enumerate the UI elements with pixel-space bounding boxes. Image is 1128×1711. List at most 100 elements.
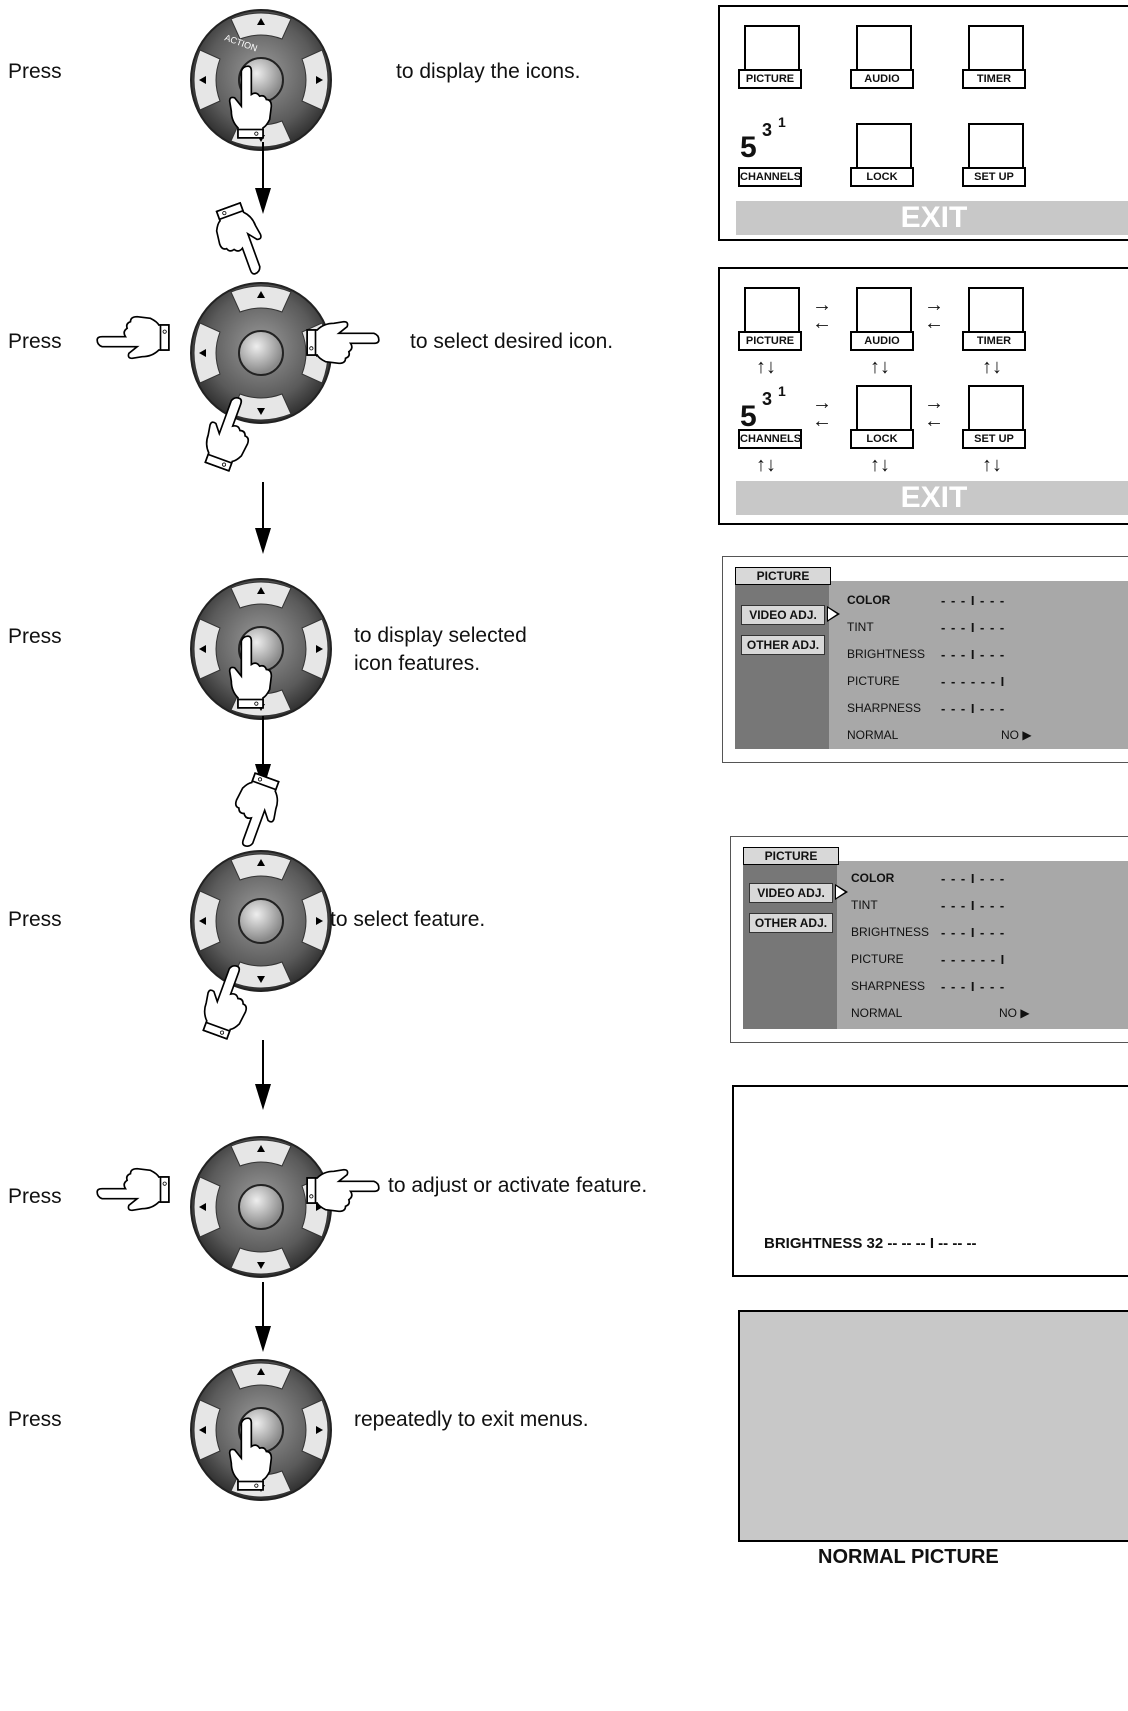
other-adj-button[interactable]: OTHER ADJ. <box>741 635 825 655</box>
picture-tab[interactable]: PICTURE <box>743 847 839 865</box>
sharpness-scale: - - - I - - - <box>941 979 1006 994</box>
pointing-hand-icon <box>93 1167 173 1217</box>
other-adj-button[interactable]: OTHER ADJ. <box>749 913 833 933</box>
pointing-hand-icon <box>303 1163 383 1213</box>
channels-icon[interactable]: CHANNELS <box>738 123 802 187</box>
normal-value: NO ▶ <box>999 1006 1030 1020</box>
pointing-hand-icon <box>223 62 273 142</box>
normal-row-label[interactable]: NORMAL <box>851 1006 903 1020</box>
sharpness-scale: - - - I - - - <box>941 701 1006 716</box>
normal-row-label[interactable]: NORMAL <box>847 728 899 742</box>
up-down-arrows-icon: ↑↓ <box>870 454 890 476</box>
step3-instruction-line2: icon features. <box>354 652 481 675</box>
selection-cursor-icon <box>835 884 848 900</box>
channels-superscript: 3 <box>762 120 773 140</box>
tint-scale: - - - I - - - <box>941 620 1006 635</box>
step5-instruction: to adjust or activate feature. <box>388 1174 648 1197</box>
sharpness-row-label[interactable]: SHARPNESS <box>851 979 926 993</box>
brightness-adjust-screen: BRIGHTNESS 32 -- -- -- I -- -- -- <box>732 1085 1128 1277</box>
pointing-hand-icon <box>93 315 173 365</box>
picture-scale: - - - - - - I <box>941 952 1006 967</box>
step6-press-label: Press <box>8 1408 62 1431</box>
left-arrow-icon: ← <box>812 410 832 432</box>
up-down-arrows-icon: ↑↓ <box>982 356 1002 378</box>
channels-superscript: 3 <box>762 389 773 409</box>
pointing-hand-icon <box>303 315 383 365</box>
timer-icon[interactable]: TIMER <box>962 287 1026 351</box>
channels-digits: 5 <box>740 131 757 164</box>
up-down-arrows-icon: ↑↓ <box>982 454 1002 476</box>
brightness-row-label[interactable]: BRIGHTNESS <box>851 925 930 939</box>
flow-arrow-icon <box>255 528 271 554</box>
brightness-scale: - - - I - - - <box>941 647 1006 662</box>
left-arrow-icon: ← <box>924 410 944 432</box>
color-row-label[interactable]: COLOR <box>851 871 895 885</box>
normal-value: NO ▶ <box>1001 728 1032 742</box>
flow-arrow-icon <box>255 1326 271 1352</box>
exit-button[interactable]: EXIT <box>736 481 1128 515</box>
lock-icon[interactable]: LOCK <box>850 123 914 187</box>
step3-press-label: Press <box>8 625 62 648</box>
flow-line <box>262 1040 264 1086</box>
channels-digits: 5 <box>740 400 757 433</box>
step3-instruction-line1: to display selected <box>354 624 527 647</box>
picture-icon[interactable]: PICTURE <box>738 287 802 351</box>
picture-icon[interactable]: PICTURE <box>738 25 802 89</box>
normal-picture-caption: NORMAL PICTURE <box>818 1546 999 1568</box>
up-down-arrows-icon: ↑↓ <box>870 356 890 378</box>
step2-press-label: Press <box>8 330 62 353</box>
brightness-scale: - - - I - - - <box>941 925 1006 940</box>
pointing-hand-icon <box>223 1414 273 1494</box>
flow-line <box>262 142 264 190</box>
step1-instruction: to display the icons. <box>396 60 581 83</box>
color-row-label[interactable]: COLOR <box>847 593 891 607</box>
step1-press-label: Press <box>8 60 62 83</box>
step4-press-label: Press <box>8 908 62 931</box>
video-adj-button[interactable]: VIDEO ADJ. <box>749 883 833 903</box>
pointing-hand-icon <box>223 632 273 712</box>
tint-row-label[interactable]: TINT <box>847 620 874 634</box>
lock-icon[interactable]: LOCK <box>850 385 914 449</box>
up-down-arrows-icon: ↑↓ <box>756 454 776 476</box>
step4-instruction: to select feature. <box>330 908 486 931</box>
picture-row-label[interactable]: PICTURE <box>851 952 904 966</box>
flow-arrow-icon <box>255 188 271 214</box>
flow-line <box>262 1282 264 1328</box>
icon-menu-screen: PICTURE → ← AUDIO → ← TIMER ↑↓ ↑↓ ↑↓ CHA… <box>718 267 1128 525</box>
channels-icon[interactable]: CHANNELS <box>738 385 802 449</box>
icon-menu-screen: PICTURE AUDIO TIMER CHANNELS LOCK SET UP… <box>718 5 1128 241</box>
flow-arrow-icon <box>255 1084 271 1110</box>
picture-menu-screen: PICTURE VIDEO ADJ. OTHER ADJ. COLOR - - … <box>730 836 1128 1043</box>
right-arrow-icon: → <box>924 392 944 414</box>
channels-superscript-2: 1 <box>778 383 786 399</box>
channels-superscript-2: 1 <box>778 114 786 130</box>
step5-press-label: Press <box>8 1185 62 1208</box>
tint-row-label[interactable]: TINT <box>851 898 878 912</box>
exit-button[interactable]: EXIT <box>736 201 1128 235</box>
brightness-readout: BRIGHTNESS 32 -- -- -- I -- -- -- <box>764 1235 977 1252</box>
video-adj-button[interactable]: VIDEO ADJ. <box>741 605 825 625</box>
step6-instruction: repeatedly to exit menus. <box>354 1408 589 1431</box>
picture-row-label[interactable]: PICTURE <box>847 674 900 688</box>
pointing-hand-icon <box>220 766 294 858</box>
up-down-arrows-icon: ↑↓ <box>756 356 776 378</box>
right-arrow-icon: → <box>924 294 944 316</box>
picture-scale: - - - - - - I <box>941 674 1006 689</box>
normal-picture-screen <box>738 1310 1128 1542</box>
sharpness-row-label[interactable]: SHARPNESS <box>847 701 922 715</box>
color-scale: - - - I - - - <box>941 871 1006 886</box>
flow-line <box>262 482 264 530</box>
audio-icon[interactable]: AUDIO <box>850 287 914 351</box>
setup-icon[interactable]: SET UP <box>962 123 1026 187</box>
right-arrow-icon: → <box>812 392 832 414</box>
left-arrow-icon: ← <box>812 312 832 334</box>
setup-icon[interactable]: SET UP <box>962 385 1026 449</box>
picture-menu-screen: PICTURE VIDEO ADJ. OTHER ADJ. COLOR - - … <box>722 556 1128 763</box>
color-scale: - - - I - - - <box>941 593 1006 608</box>
picture-tab[interactable]: PICTURE <box>735 567 831 585</box>
flow-line <box>262 716 264 766</box>
tint-scale: - - - I - - - <box>941 898 1006 913</box>
brightness-row-label[interactable]: BRIGHTNESS <box>847 647 926 661</box>
audio-icon[interactable]: AUDIO <box>850 25 914 89</box>
timer-icon[interactable]: TIMER <box>962 25 1026 89</box>
